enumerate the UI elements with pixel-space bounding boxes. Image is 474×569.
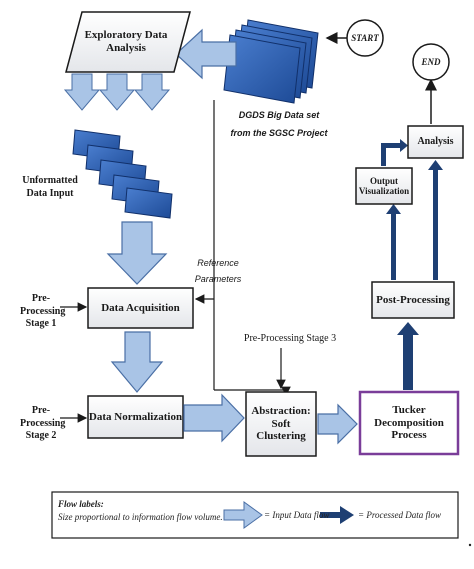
- pre2-line-2: Processing: [20, 417, 66, 429]
- output-line-2: Visualization: [358, 186, 410, 196]
- legend-input-label: = Input Data flow: [264, 510, 330, 520]
- abstraction-line-3: Clustering: [256, 430, 306, 443]
- output-line-1: Output: [369, 175, 398, 186]
- acquisition-box: [87, 287, 194, 329]
- eda-shape: [65, 11, 191, 73]
- to-postprocessing-arrow: [397, 322, 419, 390]
- normalization-label: Data Normalization: [88, 410, 183, 423]
- legend-processed-label: = Processed Data flow: [358, 510, 441, 520]
- pre1-label: Pre- Processing Stage 1: [20, 293, 66, 331]
- legend-subtitle: Size proportional to information flow vo…: [58, 512, 223, 522]
- postprocessing-box: [371, 281, 455, 319]
- pre1-line-3: Stage 1: [25, 318, 57, 329]
- tucker-line-1: Tucker: [392, 404, 426, 417]
- postprocessing-label: Post-Processing: [376, 293, 450, 306]
- pre1-line-1: Pre-: [31, 293, 51, 304]
- abstraction-line-2: Soft: [271, 417, 291, 430]
- eda-down-arrow-2: [98, 73, 136, 111]
- legend-processed-arrow: [320, 506, 354, 524]
- pre2-line-1: Pre-: [31, 405, 51, 416]
- to-normalization-arrow: [110, 331, 164, 393]
- end-label: END: [421, 56, 441, 67]
- legend-title: Flow labels:: [58, 499, 104, 509]
- reference-line-1: Reference: [197, 258, 239, 268]
- eda-label: Exploratory Data Analysis: [70, 16, 182, 68]
- trailing-dot: [468, 543, 472, 547]
- acquisition-label: Data Acquisition: [101, 301, 180, 314]
- pre2-line-3: Stage 2: [25, 430, 57, 441]
- output-box: [355, 167, 413, 205]
- reference-label: Reference Parameters: [188, 258, 248, 285]
- eda-down-arrow-1: [63, 73, 101, 111]
- output-to-analysis-arrow: [381, 139, 408, 166]
- tucker-box: [358, 390, 460, 456]
- reference-line-2: Parameters: [194, 273, 242, 284]
- pre2-label: Pre- Processing Stage 2: [20, 405, 66, 443]
- to-output-arrow: [386, 204, 401, 280]
- tucker-line-3: Process: [391, 429, 427, 442]
- abstraction-box: [245, 391, 317, 457]
- analysis-label: Analysis: [417, 136, 454, 148]
- dataset-documents: [223, 19, 319, 104]
- unformatted-documents: [72, 129, 173, 219]
- to-acquisition-arrow: [106, 221, 168, 285]
- unformatted-line-2: Data Input: [26, 187, 74, 199]
- abstraction-label: Abstraction: Soft Clustering: [246, 392, 316, 456]
- unformatted-label: Unformatted Data Input: [18, 175, 82, 200]
- to-analysis-arrow: [428, 160, 443, 280]
- dataset-to-eda-arrow: [175, 28, 237, 80]
- end-node: [412, 43, 450, 81]
- pre3-label: Pre-Processing Stage 3: [243, 333, 337, 344]
- eda-line-1: Exploratory Data: [84, 29, 168, 42]
- dataset-line-2: from the SGSC Project: [230, 127, 328, 138]
- tucker-line-2: Decomposition: [374, 416, 444, 429]
- to-tucker-arrow: [317, 403, 358, 445]
- pre1-line-2: Processing: [20, 305, 66, 317]
- to-abstraction-arrow: [183, 393, 245, 443]
- legend-input-arrow: [223, 501, 263, 529]
- dataset-label: DGDS Big Data set from the SGSC Project: [224, 110, 334, 139]
- tucker-label: Tucker Decomposition Process: [360, 392, 458, 454]
- start-label: START: [351, 32, 379, 43]
- unformatted-line-1: Unformatted: [22, 175, 78, 186]
- eda-down-arrow-3: [133, 73, 171, 111]
- output-label: Output Visualization: [356, 168, 412, 204]
- normalization-box: [87, 395, 184, 439]
- abstraction-line-1: Abstraction:: [251, 405, 311, 418]
- eda-line-2: Analysis: [106, 42, 146, 54]
- analysis-box: [407, 125, 464, 159]
- dataset-line-1: DGDS Big Data set: [238, 110, 320, 120]
